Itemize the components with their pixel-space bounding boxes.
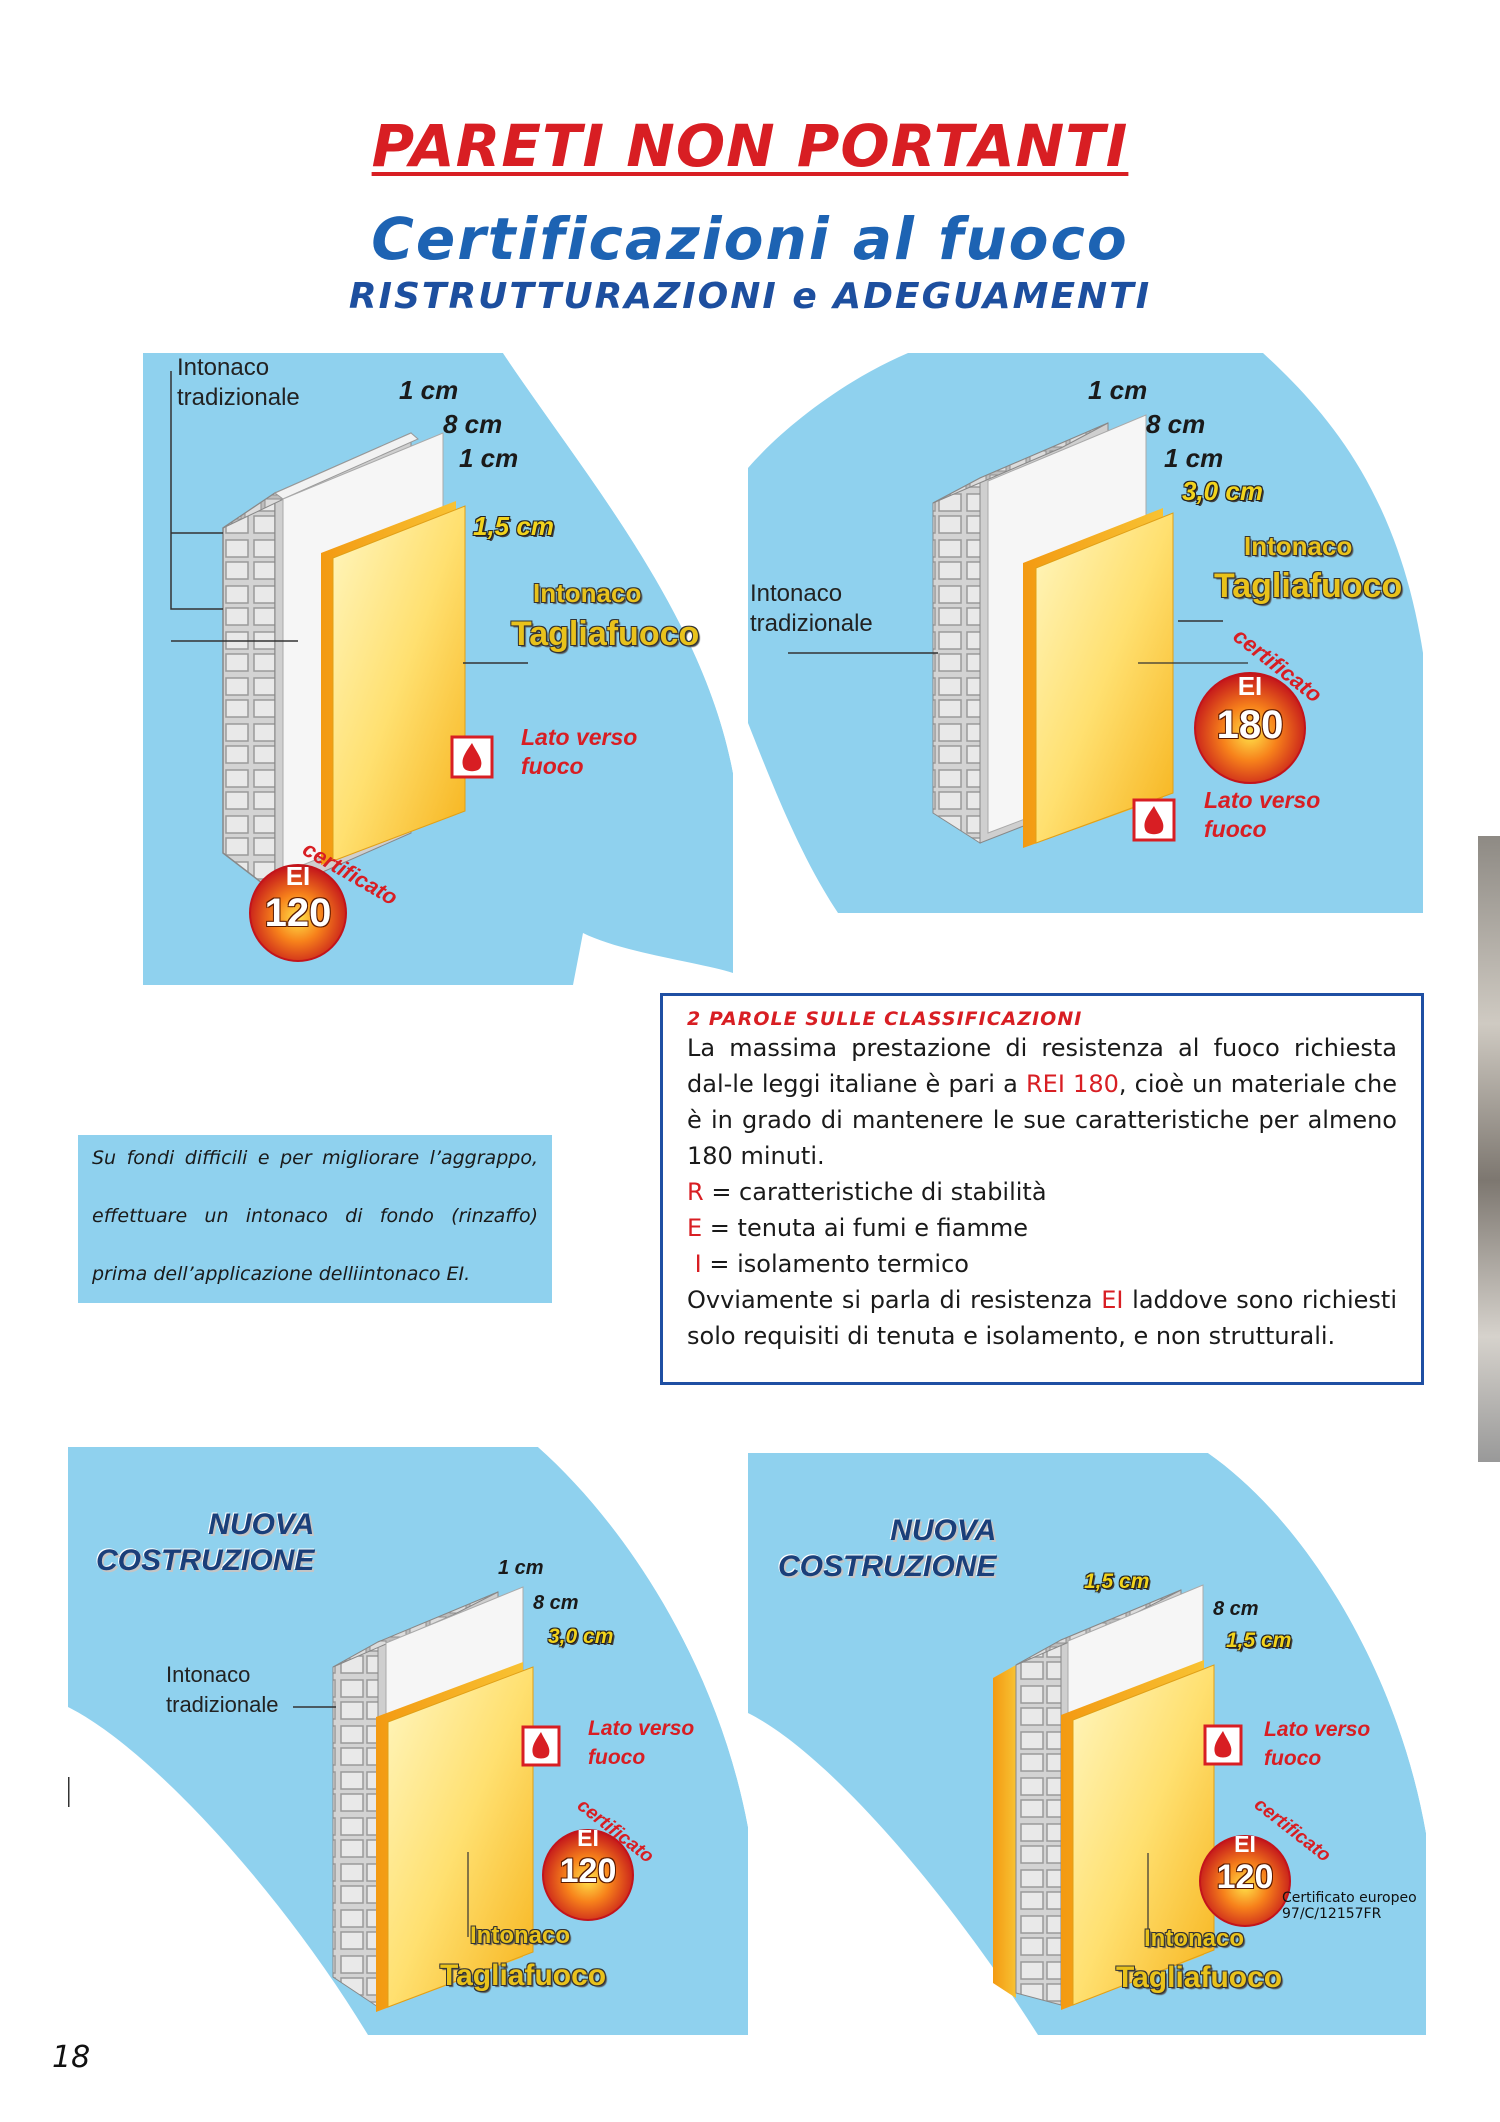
label-lato-verso-fuoco: Lato verso fuoco xyxy=(521,724,638,779)
label-tagliafuoco: Tagliafuoco xyxy=(511,615,700,653)
label-tagliafuoco: Tagliafuoco xyxy=(1116,1961,1283,1994)
badge-ei: EI xyxy=(1237,671,1263,701)
panel-ristrutturazione-ei180: 1 cm 8 cm 1 cm 3,0 cm Intonaco Tagliafuo… xyxy=(748,353,1423,913)
certificate-european-number: Certificato europeo 97/C/12157FR xyxy=(1282,1890,1417,1922)
dim-2: 8 cm xyxy=(1146,409,1206,439)
note-line-3: prima dell’applicazione delliintonaco EI… xyxy=(92,1263,471,1285)
info-paragraph-1: La massima prestazione di resistenza al … xyxy=(687,1034,1397,1170)
label-lato-verso-fuoco: Lato verso fuoco xyxy=(588,1717,695,1769)
dim-2: 8 cm xyxy=(443,409,503,439)
page-number: 18 xyxy=(52,2040,91,2075)
label-intonaco: Intonaco xyxy=(1144,1925,1244,1952)
label-nuova-costruzione: NUOVA COSTRUZIONE xyxy=(96,1508,315,1577)
dim-3: 1 cm xyxy=(1164,443,1224,473)
wall-section-illustration xyxy=(748,1453,1426,2035)
note-line-1: Su fondi difficili e per migliorare l’ag… xyxy=(92,1147,538,1169)
dim-1: 1 cm xyxy=(1088,375,1148,405)
label-lato-verso-fuoco: Lato verso fuoco xyxy=(1204,787,1321,842)
wall-section-illustration xyxy=(68,1447,748,2035)
badge-120: 120 xyxy=(1216,1858,1274,1896)
label-intonaco-tradizionale: Intonaco tradizionale xyxy=(750,580,873,637)
note-box-rinzaffo: Su fondi difficili e per migliorare l’ag… xyxy=(78,1135,552,1303)
panel-nuova-costruzione-2: NUOVA COSTRUZIONE 1,5 cm 8 cm 1,5 cm Lat… xyxy=(748,1453,1426,2035)
dim-2: 8 cm xyxy=(533,1592,579,1614)
note-line-2: effettuare un intonaco di fondo (rinzaff… xyxy=(92,1205,538,1227)
badge-120: 120 xyxy=(559,1852,617,1890)
info-paragraph-2: Ovviamente si parla di resistenza EI lad… xyxy=(687,1286,1397,1350)
dim-4: 3,0 cm xyxy=(1182,476,1263,506)
info-box-classificazioni: 2 PAROLE SULLE CLASSIFICAZIONI La massim… xyxy=(660,993,1424,1385)
dim-3: 3,0 cm xyxy=(548,1625,614,1648)
dim-2: 8 cm xyxy=(1213,1598,1259,1620)
dim-1: 1 cm xyxy=(498,1557,544,1579)
label-intonaco: Intonaco xyxy=(533,578,642,608)
badge-120: 120 xyxy=(264,891,332,935)
panel-ristrutturazione-ei120: Intonaco tradizionale 1 cm 8 cm 1 cm 1,5… xyxy=(143,353,733,985)
side-photo-strip xyxy=(1478,836,1500,1462)
page-subtitle-2: RISTRUTTURAZIONI e ADEGUAMENTI xyxy=(348,276,1152,317)
info-title: 2 PAROLE SULLE CLASSIFICAZIONI xyxy=(687,1008,1083,1030)
label-lato-verso-fuoco: Lato verso fuoco xyxy=(1264,1718,1371,1770)
info-e-line: E = tenuta ai fumi e fiamme xyxy=(687,1214,1028,1242)
label-intonaco: Intonaco xyxy=(470,1922,570,1949)
label-nuova-costruzione: NUOVA COSTRUZIONE xyxy=(778,1514,997,1583)
info-r-line: R = caratteristiche di stabilità xyxy=(687,1178,1047,1206)
dim-1: 1,5 cm xyxy=(1084,1570,1150,1593)
dim-3: 1,5 cm xyxy=(1226,1629,1292,1652)
dim-3: 1 cm xyxy=(459,443,519,473)
wall-section-illustration xyxy=(143,353,733,985)
dim-4: 1,5 cm xyxy=(473,511,554,541)
dim-1: 1 cm xyxy=(399,375,459,405)
badge-ei: EI xyxy=(1234,1831,1256,1857)
label-intonaco-tradizionale: Intonaco tradizionale xyxy=(177,354,300,411)
label-intonaco-tradizionale: Intonaco tradizionale xyxy=(166,1662,279,1717)
badge-ei: EI xyxy=(285,861,311,891)
page-title: PARETI NON PORTANTI xyxy=(371,112,1129,180)
page-subtitle: Certificazioni al fuoco xyxy=(371,205,1129,273)
label-intonaco: Intonaco xyxy=(1244,531,1353,561)
label-tagliafuoco: Tagliafuoco xyxy=(1214,567,1403,605)
badge-180: 180 xyxy=(1216,703,1284,747)
label-tagliafuoco: Tagliafuoco xyxy=(440,1959,607,1992)
badge-ei: EI xyxy=(577,1825,599,1851)
panel-nuova-costruzione-1: NUOVA COSTRUZIONE 1 cm 8 cm 3,0 cm Inton… xyxy=(68,1447,748,2035)
info-i-line: I = isolamento termico xyxy=(694,1250,969,1278)
wall-section-illustration xyxy=(748,353,1423,913)
